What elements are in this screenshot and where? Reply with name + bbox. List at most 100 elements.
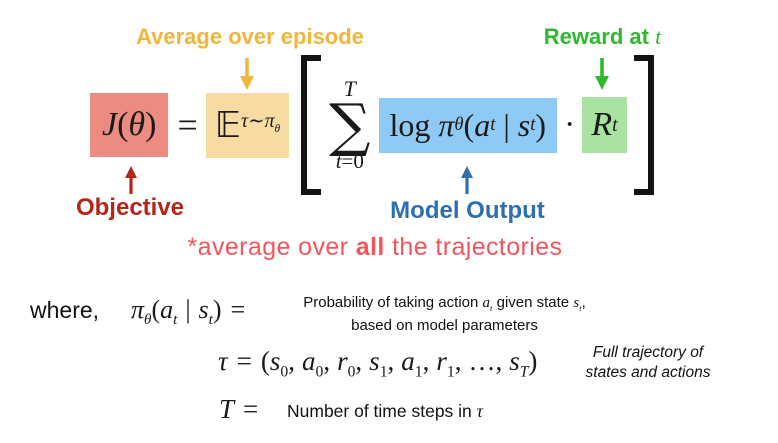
- desc-text: Probability of taking action: [303, 294, 483, 311]
- model-output-up-arrow-icon: [461, 166, 473, 194]
- action-var: a: [482, 295, 491, 311]
- tau-note-line2: states and actions: [585, 364, 711, 382]
- comma: ,: [454, 346, 462, 376]
- tuple-item: s: [269, 346, 281, 376]
- model-output-label: Model Output: [390, 197, 545, 224]
- desc-text: given state: [492, 294, 574, 311]
- tuple-item: a: [302, 346, 316, 376]
- pi-desc-line2: based on model parameters: [351, 316, 538, 334]
- state-subscript: t: [579, 303, 582, 313]
- T-definition-lhs: T=: [219, 394, 267, 425]
- equals-sign: =: [243, 394, 259, 424]
- equals-sign: =: [236, 346, 252, 376]
- paren-open: (: [117, 106, 129, 143]
- tau-symbol: τ: [476, 401, 483, 421]
- sum-lower-limit: t=0: [336, 151, 364, 172]
- tuple-item: r: [337, 346, 348, 376]
- left-bracket: [301, 55, 322, 195]
- comma: ,: [387, 346, 395, 376]
- sum-lower-var: t: [335, 149, 342, 174]
- sum-upper-limit: T: [343, 75, 356, 101]
- pi-subscript: θ: [144, 312, 152, 329]
- theta-symbol: θ: [128, 106, 146, 143]
- equals-sign: =: [230, 295, 246, 324]
- average-over-episode-label: Average over episode: [136, 24, 364, 49]
- reward-at-t-label: Reward at t: [505, 24, 700, 50]
- tau-symbol: τ: [218, 346, 228, 376]
- log-operator: log: [389, 106, 431, 143]
- tuple-item: r: [436, 346, 447, 376]
- state-var: s: [573, 295, 580, 311]
- comma: ,: [495, 346, 503, 376]
- paren-open: (: [151, 295, 161, 324]
- pi-definition-lhs: πθ(at|st)=: [131, 294, 254, 329]
- reward-symbol: R: [591, 106, 613, 143]
- tuple-item: s: [369, 346, 380, 376]
- paren-close: ): [145, 106, 157, 143]
- tuple-item: s: [509, 346, 520, 376]
- note-bold-all: all: [355, 233, 385, 261]
- tau-note: Full trajectory of states and actions: [572, 343, 724, 383]
- comma: ,: [288, 346, 295, 376]
- where-label: where,: [30, 297, 100, 323]
- right-bracket: [633, 55, 654, 195]
- tuple-item: a: [401, 346, 415, 376]
- action-var: a: [160, 295, 174, 324]
- tuple-sub: 0: [280, 363, 289, 381]
- state-var: s: [517, 106, 531, 143]
- state-var: s: [198, 295, 209, 324]
- desc-text: Number of time steps in: [287, 401, 477, 421]
- average-down-arrow-icon: [240, 58, 254, 90]
- desc-text: ,: [581, 294, 586, 311]
- objective-label: Objective: [75, 194, 185, 221]
- reward-at-text: Reward at: [543, 24, 656, 49]
- action-subscript: t: [173, 312, 178, 329]
- note-post: the trajectories: [384, 233, 563, 261]
- tuple-sub: 0: [315, 363, 324, 381]
- action-var: a: [474, 106, 491, 143]
- T-symbol: T: [219, 394, 235, 424]
- paren-close: ): [535, 106, 547, 143]
- pi-symbol: π: [438, 106, 455, 143]
- conditional-bar: |: [503, 106, 510, 143]
- pi-definition-description: Probability of taking action at given st…: [272, 292, 617, 337]
- tuple-sub: T: [519, 363, 529, 381]
- objective-up-arrow-icon: [125, 166, 137, 194]
- paren-close: ): [528, 346, 538, 376]
- ellipsis: …: [468, 346, 496, 376]
- reward-down-arrow-icon: [595, 58, 609, 90]
- state-subscript: t: [208, 312, 213, 329]
- comma: ,: [355, 346, 363, 376]
- action-subscript: t: [490, 303, 493, 313]
- T-definition-description: Number of time steps in τ: [287, 401, 483, 422]
- note-pre: *average over: [187, 233, 356, 261]
- tuple-sub: 0: [347, 363, 356, 381]
- sum-symbol: ∑: [329, 90, 371, 159]
- tau-definition: τ=(s0,a0,r0,s1,a1,r1,…,sT): [218, 346, 538, 381]
- J-symbol: J: [102, 106, 118, 143]
- sum-lower-value: =0: [341, 149, 364, 174]
- reward-at-var: t: [655, 24, 662, 49]
- comma: ,: [422, 346, 430, 376]
- tuple-sub: 1: [379, 363, 388, 381]
- paren-close: ): [212, 295, 222, 324]
- paren-open: (: [260, 346, 270, 376]
- average-all-trajectories-note: *average over all the trajectories: [120, 233, 630, 262]
- equals-sign: =: [177, 105, 198, 145]
- pi-desc-line1: Probability of taking action at given st…: [272, 292, 617, 315]
- objective-term: J(θ): [90, 93, 169, 157]
- multiplication-dot: ·: [564, 106, 576, 143]
- pi-symbol: π: [131, 295, 145, 324]
- summation: T ∑ t=0: [329, 75, 371, 172]
- expectation-subscript-theta: θ: [274, 122, 281, 135]
- expectation-subscript: τ∼π: [241, 110, 275, 133]
- comma: ,: [323, 346, 331, 376]
- tau-note-line1: Full trajectory of: [592, 344, 704, 361]
- expectation-symbol: 𝔼: [214, 104, 242, 146]
- conditional-bar: |: [185, 295, 191, 324]
